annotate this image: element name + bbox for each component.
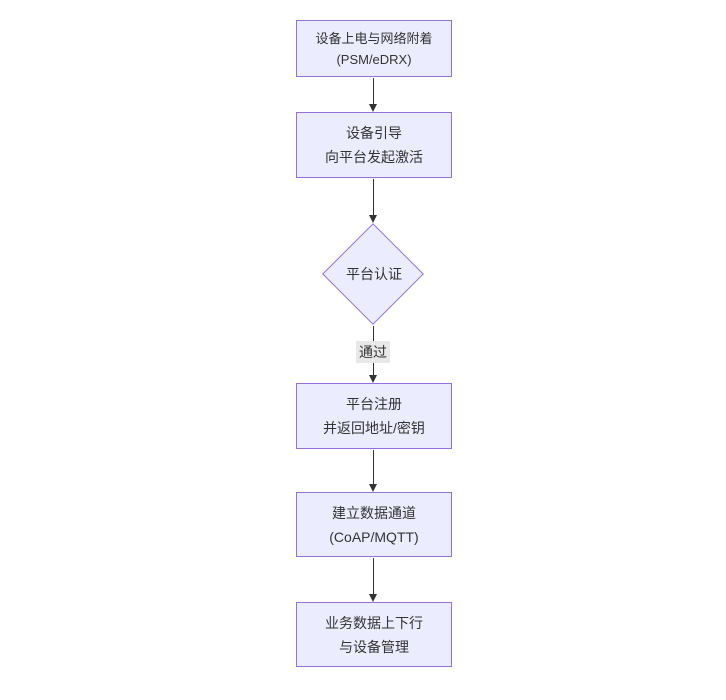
- edge-register-to-channel: [373, 450, 374, 484]
- node-text-line: 设备引导: [346, 125, 402, 141]
- arrowhead-down-icon: [369, 594, 377, 602]
- arrowhead-down-icon: [369, 375, 377, 383]
- node-power-on-network-attach: 设备上电与网络附着 (PSM/eDRX): [296, 20, 452, 77]
- node-platform-register: 平台注册 并返回地址/密钥: [296, 383, 452, 449]
- node-text-line: 业务数据上下行: [325, 614, 423, 631]
- node-text-line: 设备上电与网络附着: [315, 30, 433, 46]
- node-text-line: (CoAP/MQTT): [329, 528, 419, 545]
- arrowhead-down-icon: [369, 104, 377, 112]
- decision-platform-auth-label: 平台认证: [346, 266, 402, 282]
- node-text-line: 平台注册: [346, 396, 402, 412]
- node-text-line: 向平台发起激活: [325, 149, 423, 165]
- node-text-line: 并返回地址/密钥: [323, 420, 425, 436]
- arrowhead-down-icon: [369, 215, 377, 223]
- edge-channel-to-business: [373, 558, 374, 594]
- node-device-bootstrap: 设备引导 向平台发起激活: [296, 112, 452, 178]
- node-data-channel: 建立数据通道 (CoAP/MQTT): [296, 492, 452, 557]
- arrowhead-down-icon: [369, 484, 377, 492]
- edge-bootstrap-to-auth: [373, 179, 374, 215]
- node-text-line: (PSM/eDRX): [336, 51, 412, 67]
- node-text-line: 建立数据通道: [332, 504, 416, 521]
- edge-label-pass: 通过: [356, 341, 390, 363]
- node-text-line: 与设备管理: [339, 638, 409, 655]
- node-business-data-management: 业务数据上下行 与设备管理: [296, 602, 452, 667]
- edge-power-to-bootstrap: [373, 78, 374, 104]
